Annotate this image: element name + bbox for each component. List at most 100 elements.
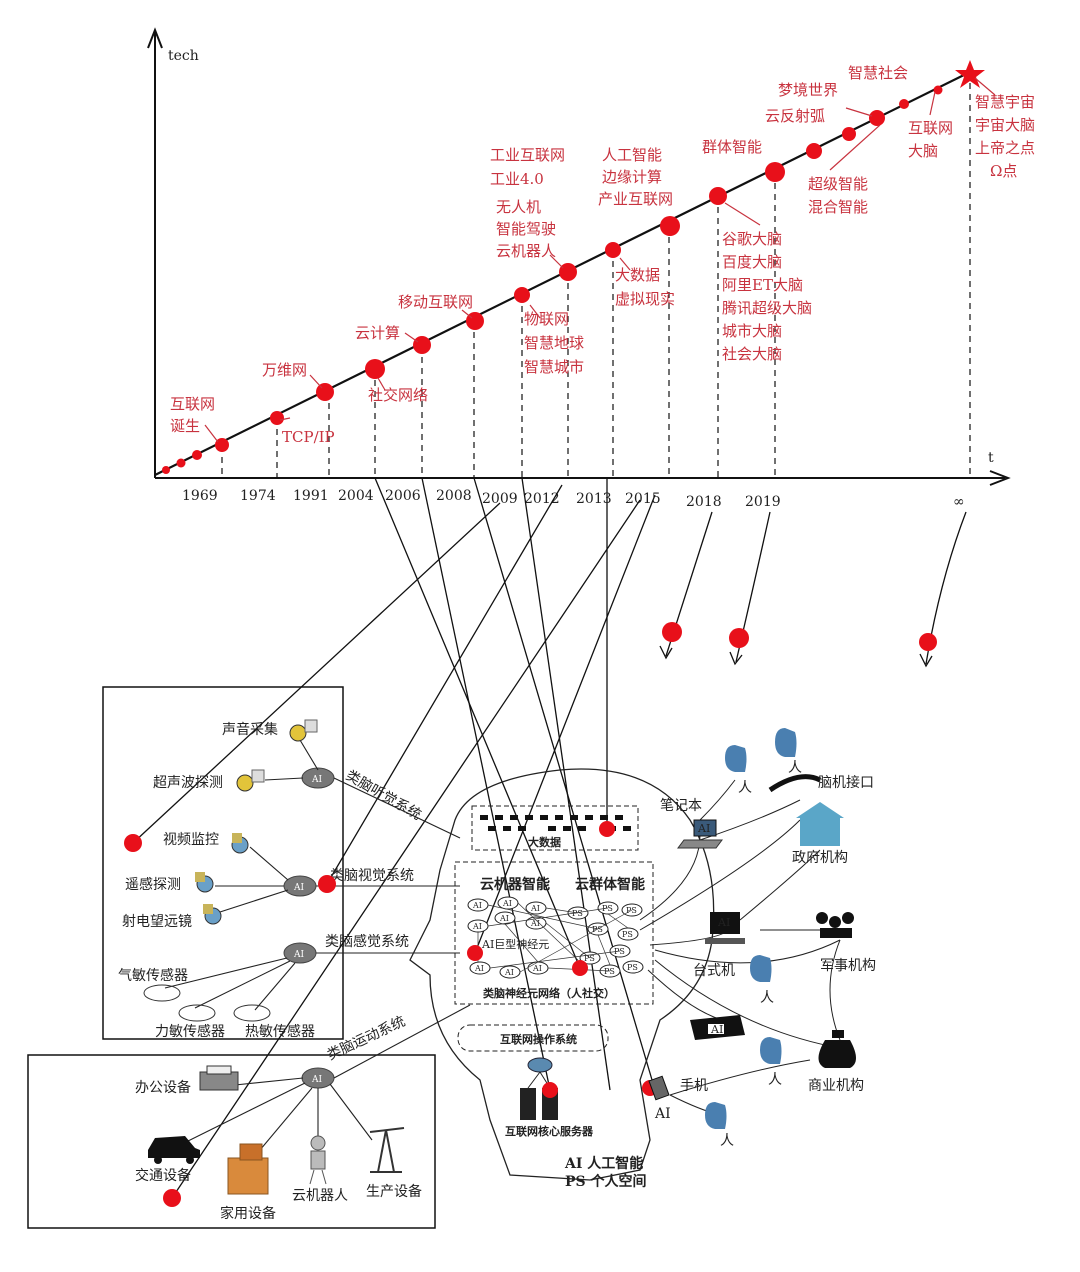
ai-hub-label: AI <box>293 950 304 960</box>
left-dots <box>124 834 336 1207</box>
milestone-internet-brain: 互联网大脑 <box>908 119 953 160</box>
year-1974: 1974 <box>240 488 276 504</box>
device-traffic-label: 交通设备 <box>135 1167 191 1184</box>
bci-label: 脑机接口 <box>818 774 874 791</box>
sensor-heat-label: 热敏传感器 <box>245 1023 315 1040</box>
person-label: 人 <box>788 760 802 776</box>
desktop-icon <box>705 912 745 944</box>
phone-ai-tag: AI <box>654 1106 671 1122</box>
phone-label: 手机 <box>680 1078 708 1094</box>
svg-text:PS: PS <box>604 967 615 976</box>
desktop-label: 台式机 <box>693 963 735 979</box>
milestone-labels: 互联网诞生 TCP/IP 万维网 社交网络 云计算 移动互联网 物联网智慧地球智… <box>170 64 1035 446</box>
neural-links <box>477 902 633 973</box>
sensor-telescope-label: 射电望远镜 <box>122 914 192 930</box>
milestone-iot: 物联网智慧地球智慧城市 <box>524 310 584 376</box>
sensor-wires <box>164 739 471 1151</box>
sensor-gas-label: 气敏传感器 <box>118 967 188 984</box>
milestone-industrial: 工业互联网工业4.0 <box>490 146 565 188</box>
svg-text:PS: PS <box>572 909 583 918</box>
printer-icon <box>199 1065 239 1091</box>
sensor-sound-label: 声音采集 <box>222 721 278 738</box>
device-panel <box>27 1054 436 1229</box>
svg-text:AI: AI <box>502 899 512 908</box>
svg-text:PS: PS <box>584 954 595 963</box>
sensor-video-label: 视频监控 <box>163 832 219 848</box>
milestone-tcpip: TCP/IP <box>282 428 335 446</box>
year-droplines <box>221 72 971 478</box>
x-axis-label: t <box>988 450 994 466</box>
person-label: 人 <box>760 990 774 1006</box>
ai-hub-label: AI <box>311 775 322 785</box>
device-home-label: 家用设备 <box>220 1205 276 1222</box>
milestone-drone: 无人机智能驾驶云机器人 <box>496 198 556 260</box>
cloud-group-label: 云群体智能 <box>575 876 645 893</box>
milestone-super: 超级智能混合智能 <box>808 175 868 216</box>
robot-icon <box>309 1135 327 1185</box>
svg-text:PS: PS <box>622 930 633 939</box>
person-label: 人 <box>768 1072 782 1088</box>
ai-hub-label: AI <box>293 883 304 893</box>
laptop-icon <box>677 819 723 849</box>
sensor-force-label: 力敏传感器 <box>155 1023 225 1040</box>
neural-network-box <box>454 861 654 1005</box>
big-data-label: 大数据 <box>528 835 561 849</box>
milestone-swarm: 群体智能 <box>702 138 762 156</box>
svg-text:PS: PS <box>627 963 638 972</box>
brain-dots <box>467 821 658 1098</box>
year-2009: 2009 <box>482 491 518 507</box>
year-2004: 2004 <box>338 488 374 504</box>
sensor-ultrasonic-label: 超声波探测 <box>153 775 223 791</box>
milestone-brains: 谷歌大脑百度大脑阿里ET大脑腾讯超级大脑城市大脑社会大脑 <box>722 230 812 363</box>
person-icon <box>705 728 797 1129</box>
sensor-panel <box>102 686 344 1040</box>
milestone-smart-society: 智慧社会 <box>848 64 908 82</box>
boxes-icon <box>227 1143 269 1195</box>
os-label: 互联网操作系统 <box>500 1032 577 1046</box>
big-data-box <box>471 805 639 851</box>
vr-ai-tag: AI <box>710 1023 723 1036</box>
laptop-label: 笔记本 <box>660 798 702 814</box>
milestone-pointers <box>204 77 996 443</box>
car-icon <box>148 1136 200 1164</box>
svg-text:AI: AI <box>474 964 484 973</box>
milestone-mobile: 移动互联网 <box>398 293 473 311</box>
device-office-label: 办公设备 <box>135 1079 191 1096</box>
legend-ps: PS 个人空间 <box>565 1173 647 1190</box>
milestone-reflex: 云反射弧 <box>765 107 825 125</box>
timeline-dots <box>162 60 985 474</box>
laptop-ai-tag: AI <box>697 822 710 835</box>
year-1969: 1969 <box>182 488 218 504</box>
giant-neuron-label: AI巨型神经元 <box>481 937 549 951</box>
year-2008: 2008 <box>436 488 472 504</box>
year-2013: 2013 <box>576 491 612 507</box>
legend-ai: AI 人工智能 <box>564 1155 643 1172</box>
svg-text:AI: AI <box>530 904 540 913</box>
person-label: 人 <box>738 780 752 796</box>
military-icon <box>816 912 854 938</box>
year-2019: 2019 <box>745 494 781 510</box>
svg-text:AI: AI <box>472 922 482 931</box>
core-servers-label: 互联网核心服务器 <box>505 1124 594 1138</box>
device-production-label: 生产设备 <box>366 1183 422 1200</box>
phone-icon <box>648 1075 670 1101</box>
milestone-dream: 梦境世界 <box>778 81 838 99</box>
telescope-icon <box>203 904 222 925</box>
y-axis-label: tech <box>168 48 199 64</box>
system-vision-label: 类脑视觉系统 <box>330 868 414 884</box>
year-to-brain-links <box>132 477 656 1199</box>
milestone-www: 万维网 <box>262 361 307 379</box>
system-sensing-label: 类脑感觉系统 <box>325 933 409 950</box>
svg-text:AI: AI <box>530 919 540 928</box>
year-labels: 1969 1974 1991 2004 2006 2008 2009 2012 … <box>182 488 965 510</box>
desktop-ai-tag: AI <box>717 916 730 929</box>
system-hearing-label: 类脑听觉系统 <box>343 768 424 824</box>
year-infinity: ∞ <box>953 494 965 510</box>
military-label: 军事机构 <box>820 958 876 974</box>
oil-pump-icon <box>369 1127 405 1173</box>
cloud-robot-label: 云机器智能 <box>480 876 550 893</box>
ai-hubs <box>283 767 335 1089</box>
ultrasonic-sensor-icon <box>236 769 265 792</box>
svg-text:AI: AI <box>499 914 509 923</box>
